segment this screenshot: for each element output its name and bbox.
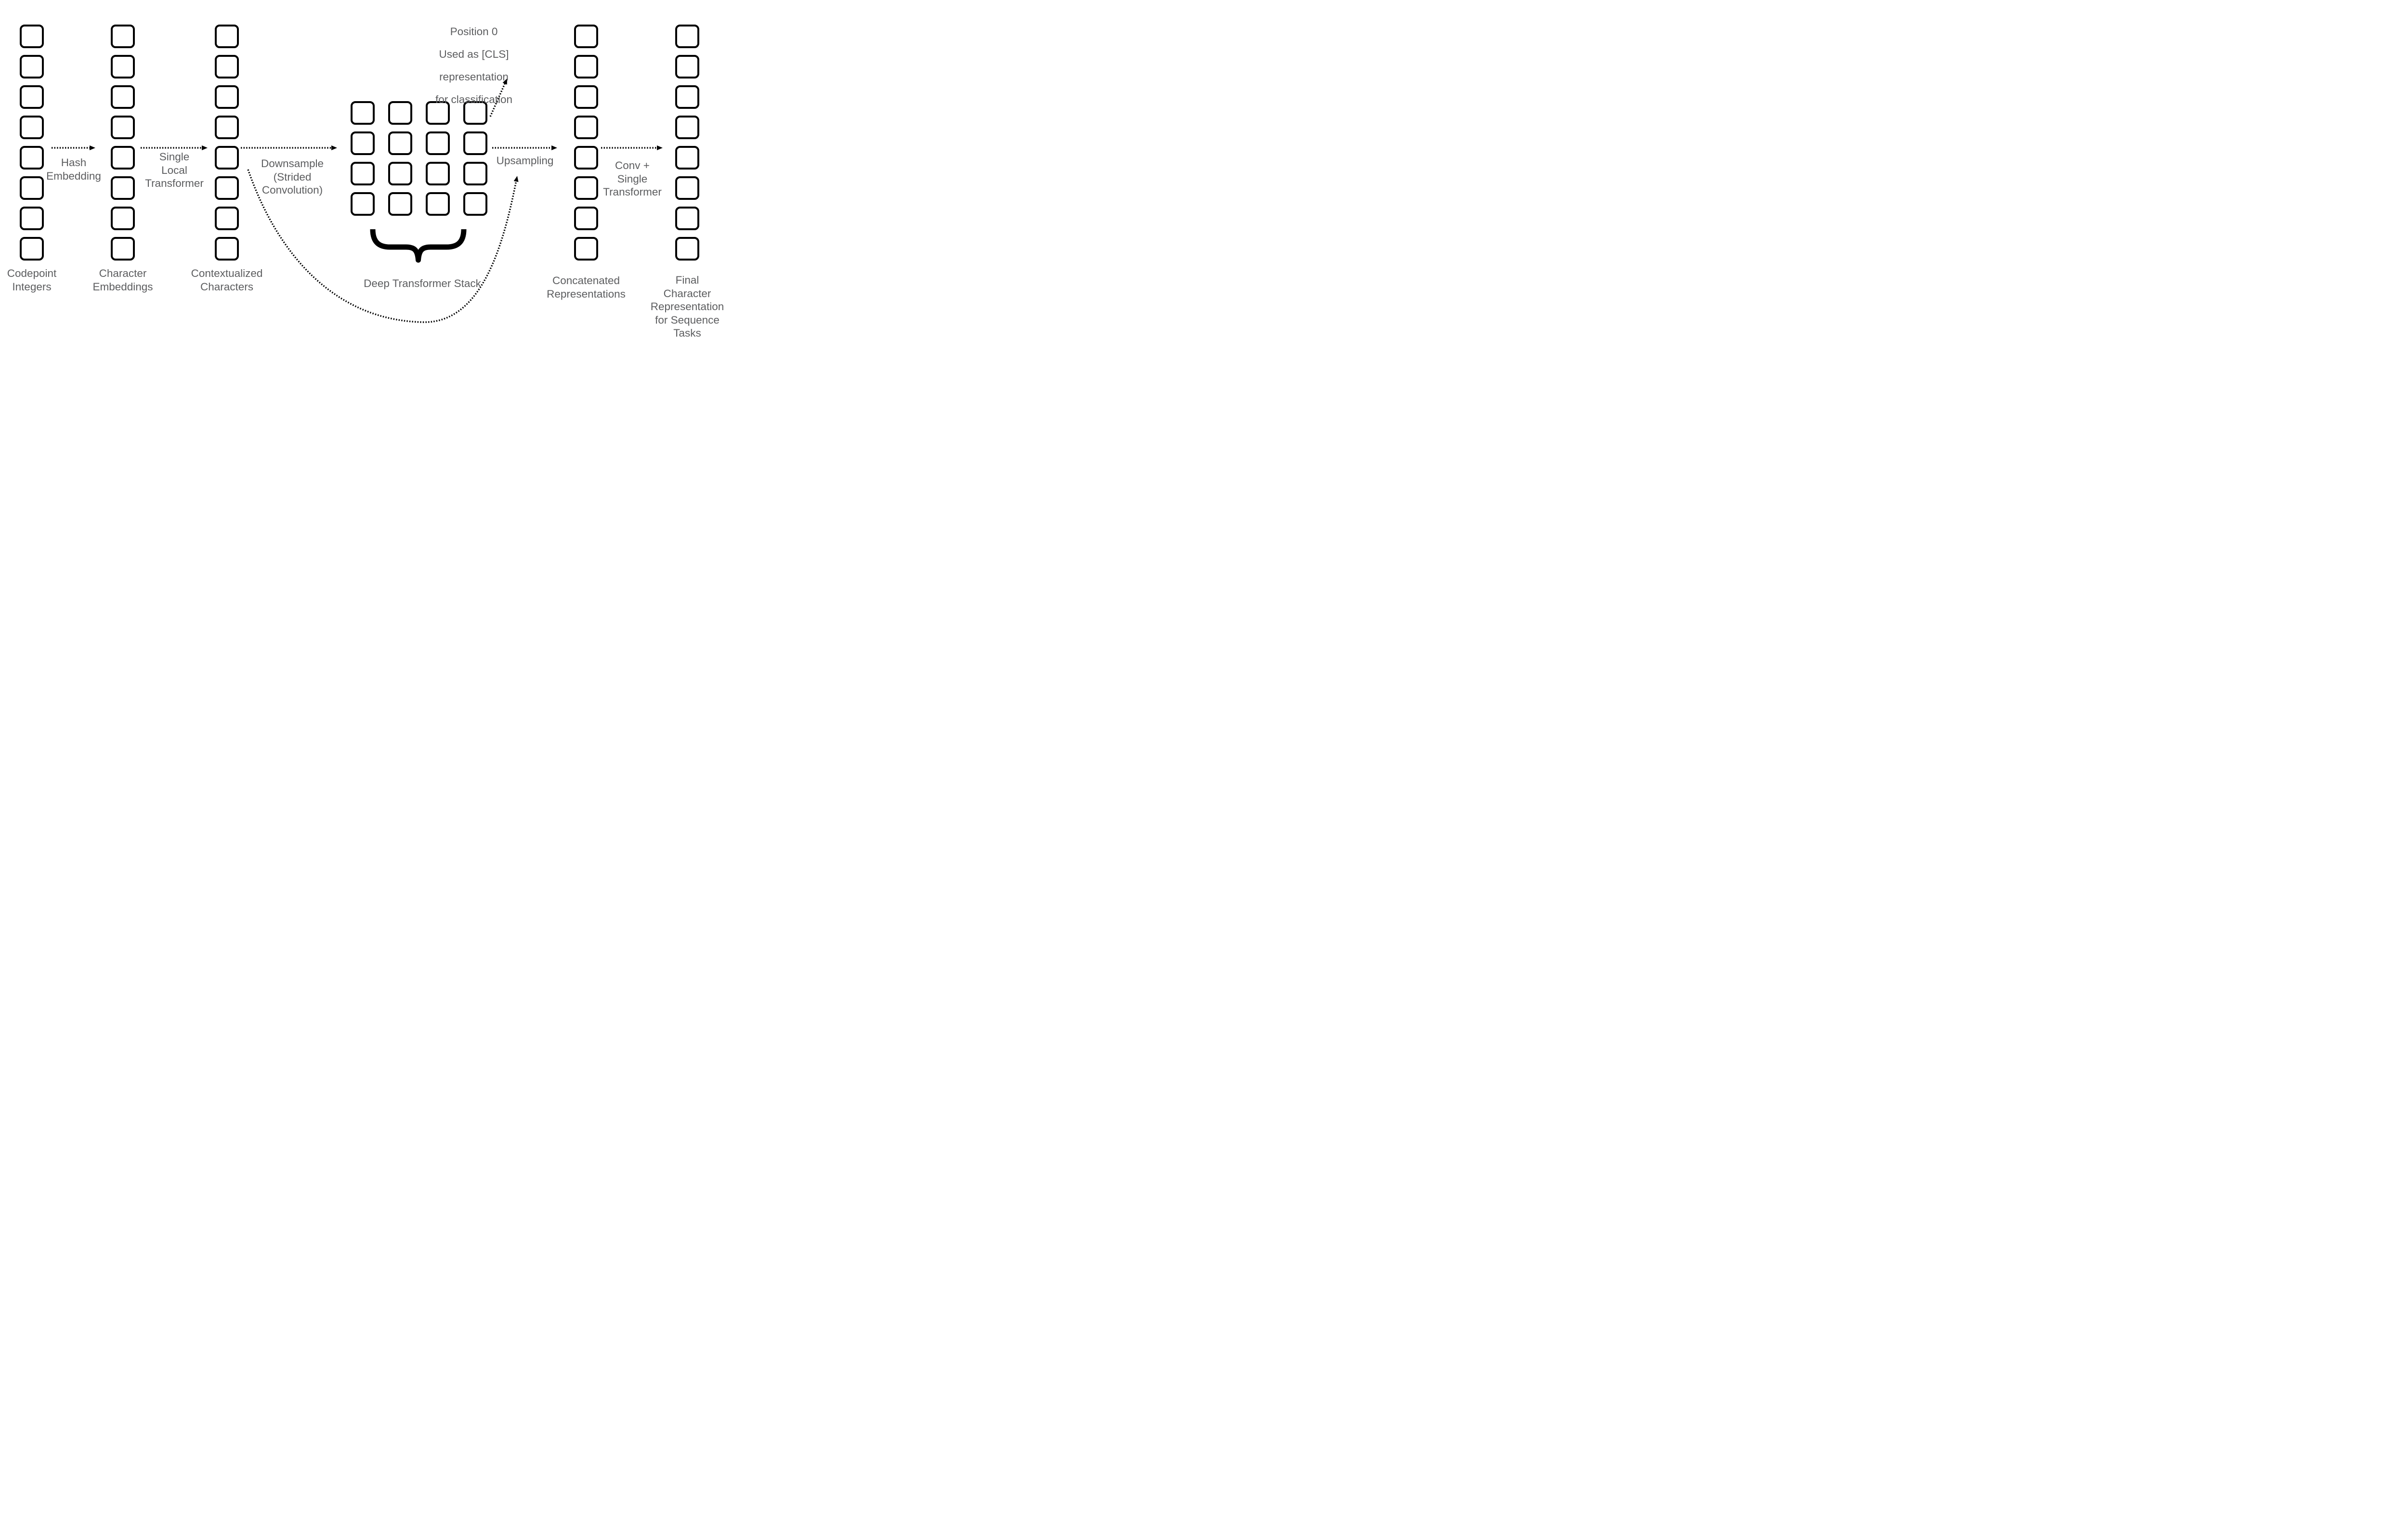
representation-box xyxy=(426,101,450,125)
label-contextualized-characters: Contextualized Characters xyxy=(191,267,263,293)
representation-box xyxy=(388,131,412,155)
connector-layer xyxy=(52,78,663,323)
representation-box xyxy=(574,237,598,261)
representation-box xyxy=(426,162,450,185)
representation-box xyxy=(111,207,135,230)
representation-box xyxy=(351,162,375,185)
representation-box xyxy=(426,131,450,155)
label-upsampling: Upsampling xyxy=(496,155,554,167)
representation-box xyxy=(351,192,375,216)
skip-connection-curve-arrow xyxy=(247,169,519,323)
representation-box xyxy=(111,55,135,78)
representation-box xyxy=(675,85,699,109)
representation-box xyxy=(111,25,135,48)
representation-box xyxy=(215,146,239,170)
representation-box xyxy=(574,176,598,200)
representation-box xyxy=(20,116,44,139)
representation-box xyxy=(351,101,375,125)
representation-box xyxy=(111,176,135,200)
representation-box xyxy=(351,131,375,155)
representation-box xyxy=(111,85,135,109)
label-deep-transformer-stack: Deep Transformer Stack xyxy=(364,277,481,289)
label-concatenated-representations: Concatenated Representations xyxy=(547,274,626,300)
representation-box xyxy=(675,116,699,139)
representation-box xyxy=(388,192,412,216)
representation-box xyxy=(111,237,135,261)
representation-box xyxy=(574,116,598,139)
representation-box xyxy=(463,131,487,155)
representation-box xyxy=(20,85,44,109)
representation-box xyxy=(215,176,239,200)
representation-box xyxy=(675,237,699,261)
representation-box xyxy=(426,192,450,216)
representation-box xyxy=(20,176,44,200)
label-codepoint-integers: Codepoint Integers xyxy=(7,267,57,293)
representation-box xyxy=(463,192,487,216)
label-conv-single-transformer: Conv + Single Transformer xyxy=(603,159,662,198)
representation-box xyxy=(675,55,699,78)
representation-box xyxy=(215,55,239,78)
representation-box xyxy=(574,85,598,109)
column-contextualized-characters xyxy=(215,25,239,261)
deep-transformer-stack-grid xyxy=(351,101,487,216)
representation-box xyxy=(20,25,44,48)
representation-box xyxy=(215,207,239,230)
representation-box xyxy=(675,207,699,230)
column-final-character-representation xyxy=(675,25,699,261)
representation-box xyxy=(574,25,598,48)
deep-stack-underbrace xyxy=(370,229,467,263)
representation-box xyxy=(215,116,239,139)
representation-box xyxy=(215,85,239,109)
representation-box xyxy=(20,55,44,78)
representation-box xyxy=(574,55,598,78)
representation-box xyxy=(675,25,699,48)
representation-box xyxy=(20,146,44,170)
representation-box xyxy=(675,176,699,200)
representation-box xyxy=(463,101,487,125)
representation-box xyxy=(463,162,487,185)
canine-architecture-diagram: Hash Embedding Single Local Transformer … xyxy=(0,0,742,342)
label-downsample: Downsample (Strided Convolution) xyxy=(261,157,324,196)
representation-box xyxy=(388,101,412,125)
representation-box xyxy=(20,237,44,261)
label-final-character-representation: Final Character Representation for Seque… xyxy=(650,274,724,339)
cls-position0-arrow xyxy=(489,78,508,117)
label-cls-note: Position 0 Used as [CLS] representation … xyxy=(435,26,513,105)
column-concatenated-representations xyxy=(574,25,598,261)
representation-box xyxy=(111,116,135,139)
representation-box xyxy=(215,237,239,261)
representation-box xyxy=(574,146,598,170)
representation-box xyxy=(111,146,135,170)
label-hash-embedding: Hash Embedding xyxy=(46,157,101,182)
representation-box xyxy=(574,207,598,230)
column-character-embeddings xyxy=(111,25,135,261)
representation-box xyxy=(675,146,699,170)
label-single-local-transformer: Single Local Transformer xyxy=(145,151,204,189)
representation-box xyxy=(20,207,44,230)
column-codepoint-integers xyxy=(20,25,44,261)
label-character-embeddings: Character Embeddings xyxy=(92,267,153,293)
representation-box xyxy=(215,25,239,48)
representation-box xyxy=(388,162,412,185)
